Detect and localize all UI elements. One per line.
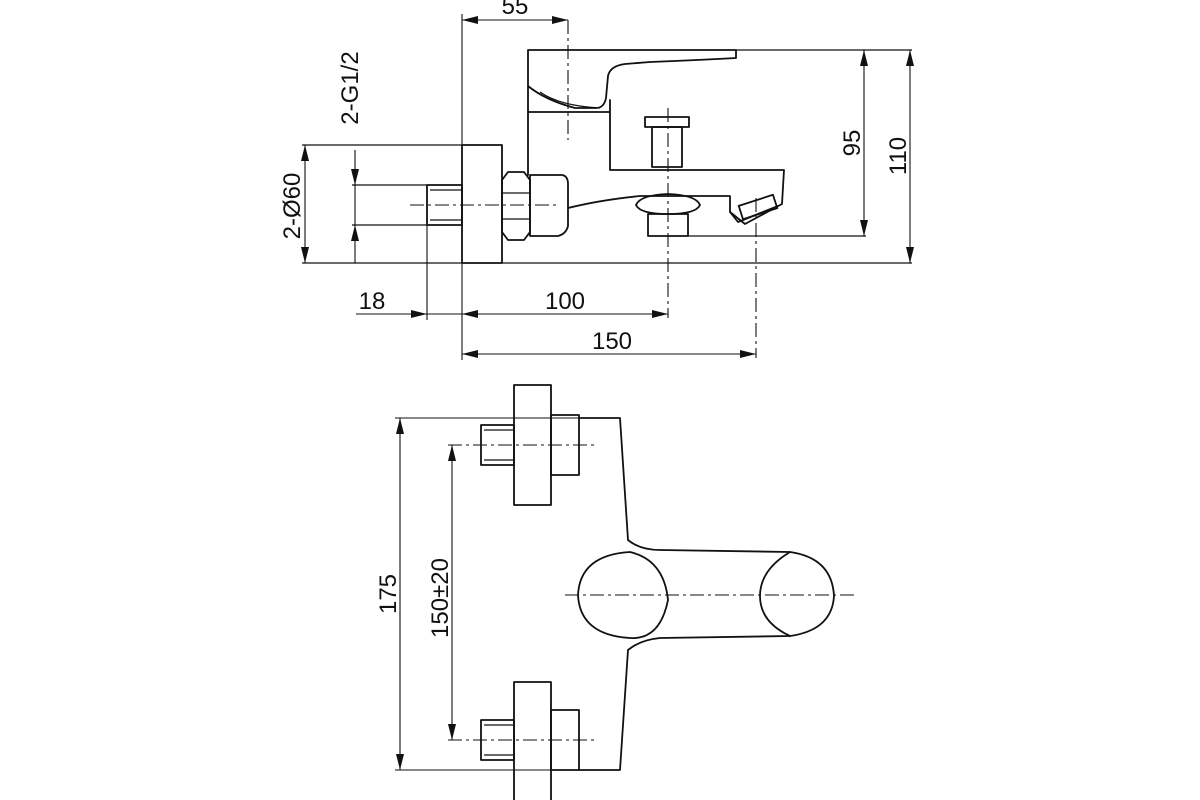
dim-100-arrow-left — [462, 310, 478, 318]
dim-150-arrow-right — [740, 350, 756, 358]
hex-nut — [501, 171, 531, 241]
dim-175-label: 175 — [375, 574, 402, 614]
dim-150pm20-arrow-bottom — [448, 724, 456, 740]
dim-95-arrow-top — [860, 50, 868, 66]
dim-flange-arrow-bottom — [301, 247, 309, 263]
wall-flange — [461, 144, 503, 264]
handle-cartridge — [527, 99, 611, 113]
handle-curve — [539, 91, 601, 109]
dim-175-arrow-bottom — [396, 754, 404, 770]
diverter-stem — [651, 126, 683, 168]
dim-110-arrow-bottom — [906, 247, 914, 263]
dim-thread-arrow-top — [351, 169, 359, 185]
top-view: 175 150±20 — [375, 384, 858, 800]
top-handle — [577, 551, 669, 639]
dim-18-label: 18 — [359, 288, 386, 315]
dim-150pm20-label: 150±20 — [427, 558, 454, 638]
dim-110-label: 110 — [885, 137, 912, 175]
dim-150pm20-arrow-top — [448, 445, 456, 461]
dim-175-arrow-top — [396, 418, 404, 434]
faucet-body — [527, 111, 785, 225]
connector-body — [529, 174, 569, 237]
dim-flange-label: 2-Ø60 — [279, 173, 306, 240]
dim-150-label: 150 — [592, 328, 632, 355]
dim-95-arrow-bottom — [860, 220, 868, 236]
diverter-cap — [644, 116, 690, 128]
dim-thread-arrow-bottom — [351, 225, 359, 241]
lower-flange — [513, 681, 552, 800]
lever-handle — [527, 49, 737, 113]
dim-110-arrow-top — [906, 50, 914, 66]
dim-55-label: 55 — [502, 0, 529, 20]
dim-thread-label: 2-G1/2 — [337, 51, 364, 124]
side-view: 55 2-G1/2 2-Ø60 95 110 18 100 — [279, 0, 914, 360]
dim-55-arrow-left — [462, 16, 478, 24]
dim-100-label: 100 — [545, 288, 585, 315]
aerator — [737, 193, 779, 221]
dim-150-arrow-left — [462, 350, 478, 358]
dim-55-arrow-right — [552, 16, 568, 24]
dim-flange-arrow-top — [301, 145, 309, 161]
top-body — [578, 417, 835, 771]
dim-100-arrow-right — [652, 310, 668, 318]
dim-18-arrow — [411, 310, 427, 318]
top-spout-end — [759, 551, 791, 637]
dim-95-label: 95 — [839, 130, 866, 157]
